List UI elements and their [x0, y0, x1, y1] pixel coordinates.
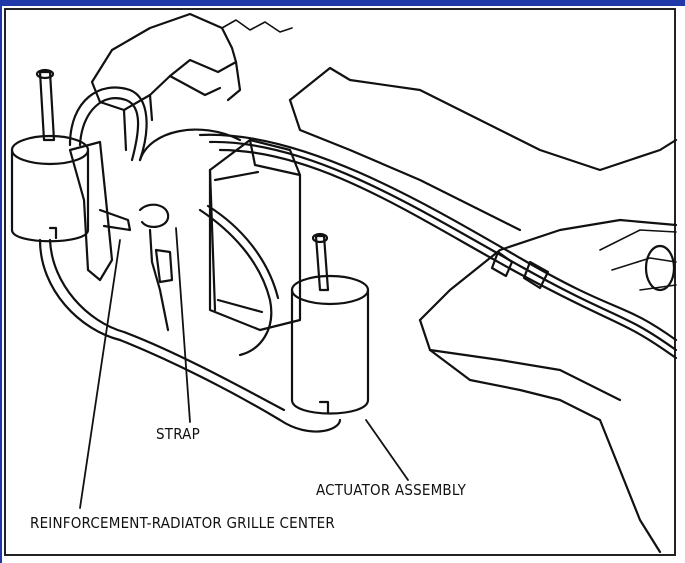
wire-harness	[198, 133, 678, 360]
strap-label: STRAP	[156, 425, 200, 443]
right-actuator	[290, 232, 370, 415]
grille-reinforcement-bracket	[90, 12, 293, 152]
leader-strap	[175, 227, 191, 423]
leader-lines	[79, 227, 409, 509]
top-border-rule	[0, 0, 685, 6]
actuator-assembly-label: ACTUATOR ASSEMBLY	[316, 481, 467, 499]
leader-actuator	[365, 419, 409, 481]
center-canister	[208, 138, 302, 332]
figure-frame	[4, 8, 676, 556]
left-border-rule	[0, 0, 2, 563]
fender-panel	[288, 66, 678, 554]
reinforcement-label: REINFORCEMENT-RADIATOR GRILLE CENTER	[30, 514, 335, 532]
left-actuator	[10, 68, 90, 243]
leader-reinforcement	[79, 239, 121, 509]
mounting-bracket	[68, 140, 174, 332]
vacuum-hoses	[38, 86, 342, 433]
